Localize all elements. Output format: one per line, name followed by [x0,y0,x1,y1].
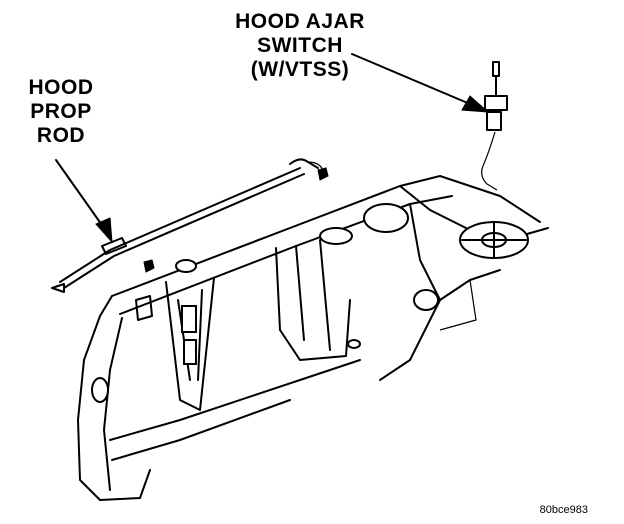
hood-prop-rod [51,158,329,293]
figure-id: 80bce983 [539,504,588,516]
rod-label-line-1: HOOD [28,76,94,99]
hood-ajar-switch-label: HOOD AJAR SWITCH (W/VTSS) [200,10,400,82]
rod-leader-arrow [55,159,113,244]
rod-label-line-3: ROD [36,124,86,147]
rod-label-line-2: PROP [30,100,92,123]
frame-openings [91,203,529,403]
switch-leader-arrow [351,53,490,113]
hood-prop-rod-label: HOOD PROP ROD [6,76,116,148]
radiator-support-frame [77,175,549,501]
hood-ajar-switch [481,61,508,191]
switch-label-line-3: (W/VTSS) [250,58,350,81]
switch-label-line-1: HOOD AJAR [235,10,365,33]
switch-label-line-2: SWITCH [257,34,343,57]
